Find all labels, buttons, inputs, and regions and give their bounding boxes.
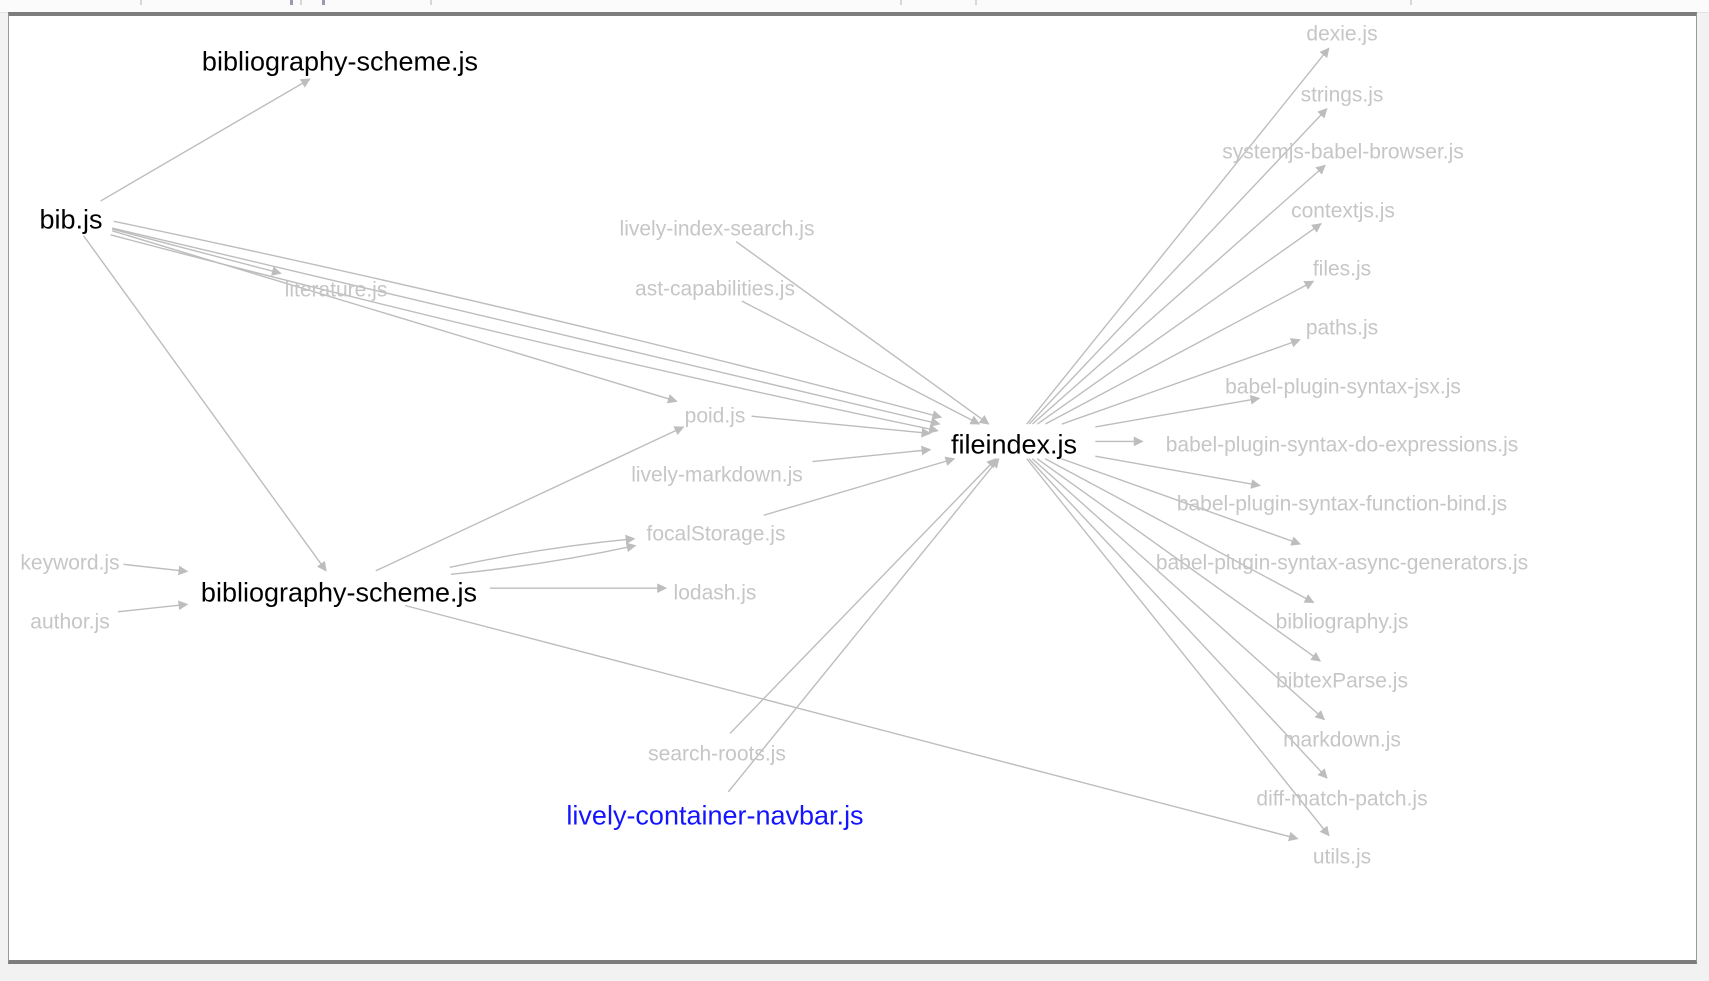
graph-edge: [1095, 455, 1261, 489]
graph-node-lively-markdown-js[interactable]: lively-markdown.js: [631, 463, 803, 487]
graph-node-babel-plugin-syntax-function-bind-js[interactable]: babel-plugin-syntax-function-bind.js: [1176, 492, 1508, 516]
graph-node-babel-plugin-syntax-async-generators-js[interactable]: babel-plugin-syntax-async-generators.js: [1155, 551, 1529, 575]
graph-edge: [112, 227, 941, 427]
graph-node-lively-container-navbar-js[interactable]: lively-container-navbar.js: [566, 800, 864, 831]
graph-node-bibliography-scheme-bottom-js[interactable]: bibliography-scheme.js: [200, 577, 478, 608]
graph-node-dexie-js[interactable]: dexie.js: [1306, 22, 1378, 46]
graph-edge: [375, 426, 685, 572]
graph-node-bib-js[interactable]: bib.js: [39, 204, 103, 235]
graph-node-babel-plugin-syntax-do-expressions-js[interactable]: babel-plugin-syntax-do-expressions.js: [1165, 433, 1519, 457]
graph-edge: [123, 563, 189, 576]
graph-edge: [449, 534, 636, 569]
graph-node-strings-js[interactable]: strings.js: [1300, 83, 1384, 107]
graph-edge: [1031, 458, 1326, 721]
dependency-graph-canvas[interactable]: bib.js bibliography-scheme.js bibliography…: [8, 12, 1697, 964]
graph-edge: [117, 600, 189, 613]
graph-edge: [404, 604, 1299, 842]
graph-edge: [1095, 394, 1261, 428]
graph-edge: [751, 415, 932, 438]
graph-edge: [100, 78, 311, 202]
graph-edges-layer: [82, 47, 1330, 842]
graph-node-bibliography-js[interactable]: bibliography.js: [1275, 610, 1409, 634]
graph-node-markdown-js[interactable]: markdown.js: [1283, 728, 1401, 752]
graph-node-babel-plugin-syntax-jsx-js[interactable]: babel-plugin-syntax-jsx.js: [1225, 375, 1461, 399]
graph-node-ast-capabilities-js[interactable]: ast-capabilities.js: [635, 277, 795, 301]
graph-edge: [450, 542, 637, 575]
graph-node-author-js[interactable]: author.js: [30, 610, 110, 634]
graph-node-systemjs-babel-browser-js[interactable]: systemjs-babel-browser.js: [1222, 140, 1464, 164]
graph-node-files-js[interactable]: files.js: [1312, 257, 1372, 281]
graph-node-lodash-js[interactable]: lodash.js: [673, 581, 757, 605]
graph-node-paths-js[interactable]: paths.js: [1305, 316, 1379, 340]
graph-edge: [812, 445, 932, 463]
graph-node-lively-index-search-js[interactable]: lively-index-search.js: [619, 217, 815, 241]
graph-edge: [1036, 458, 1322, 662]
graph-node-utils-js[interactable]: utils.js: [1312, 845, 1372, 869]
graph-edge: [1061, 338, 1301, 425]
graph-edge: [1026, 47, 1330, 425]
graph-node-keyword-js[interactable]: keyword.js: [20, 551, 120, 575]
graph-edge: [82, 235, 327, 572]
graph-node-search-roots-js[interactable]: search-roots.js: [648, 742, 786, 766]
graph-edge: [1045, 280, 1315, 425]
graph-edge: [1061, 458, 1302, 546]
graph-edge: [1028, 458, 1328, 779]
graph-node-bibtexParse-js[interactable]: bibtexParse.js: [1276, 669, 1408, 693]
graph-edge: [735, 241, 990, 425]
graph-node-contextjs-js[interactable]: contextjs.js: [1291, 199, 1395, 223]
graph-edge: [763, 456, 956, 516]
graph-node-focalStorage-js[interactable]: focalStorage.js: [646, 522, 786, 546]
graph-node-literature-js[interactable]: literature.js: [284, 278, 388, 302]
graph-edge: [1036, 223, 1322, 425]
graph-edge: [1026, 458, 1330, 837]
graph-edge: [727, 457, 1000, 793]
graph-edge: [729, 458, 997, 734]
graph-edge: [1032, 164, 1326, 425]
graph-edge: [741, 300, 981, 425]
graph-node-bibliography-scheme-top-js[interactable]: bibliography-scheme.js: [201, 46, 479, 77]
graph-edge: [111, 230, 678, 404]
graph-node-diff-match-patch-js[interactable]: diff-match-patch.js: [1256, 787, 1428, 811]
graph-edge: [111, 228, 282, 276]
graph-edge: [113, 220, 943, 420]
graph-node-poid-js[interactable]: poid.js: [684, 404, 746, 428]
graph-node-fileindex-js[interactable]: fileindex.js: [950, 429, 1078, 460]
graph-edge: [1044, 458, 1315, 604]
graph-edge: [1028, 108, 1328, 425]
graph-edge: [110, 234, 939, 434]
